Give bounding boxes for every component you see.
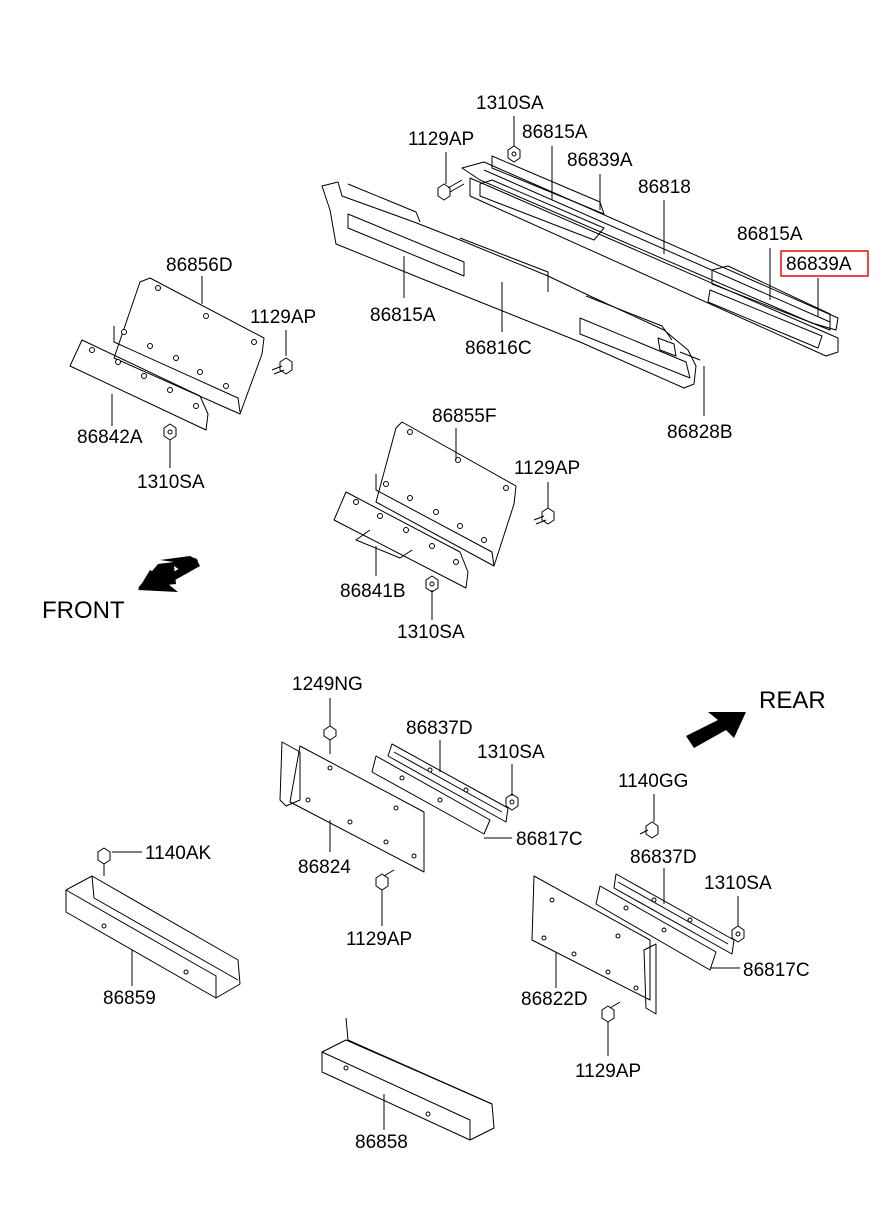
callout-86815a[interactable]: 86815A: [370, 305, 436, 326]
part-86859-channel: [65, 875, 241, 999]
front-direction-label: FRONT: [42, 597, 125, 624]
part-86841b-plate: [333, 491, 469, 589]
callout-1129ap[interactable]: 1129AP: [514, 458, 580, 479]
part-86822d-panel: [531, 875, 657, 1015]
callout-86859[interactable]: 86859: [103, 988, 156, 1009]
callout-1129ap[interactable]: 1129AP: [346, 929, 412, 950]
part-86842a-plate: [69, 339, 209, 431]
callout-86817c[interactable]: 86817C: [516, 829, 583, 850]
part-86858-channel: [321, 1017, 495, 1141]
part-86856d-bracket: [113, 277, 265, 415]
rear-arrow-icon: [686, 712, 746, 748]
callout-86858[interactable]: 86858: [355, 1132, 408, 1153]
nut-icon: [731, 925, 745, 943]
bolt-icon: [601, 1001, 621, 1023]
bolt-icon: [375, 869, 395, 891]
part-86815a-upper: [479, 155, 605, 241]
callout-86815a[interactable]: 86815A: [522, 122, 588, 143]
callout-86837d[interactable]: 86837D: [406, 718, 473, 739]
callout-1249ng[interactable]: 1249NG: [292, 674, 363, 695]
callout-86828b[interactable]: 86828B: [667, 422, 733, 443]
callout-86817c[interactable]: 86817C: [743, 960, 810, 981]
callout-86816c[interactable]: 86816C: [465, 338, 532, 359]
nut-icon: [507, 145, 521, 163]
nut-icon: [425, 575, 439, 593]
callout-1310sa[interactable]: 1310SA: [397, 622, 465, 643]
callout-1129ap[interactable]: 1129AP: [408, 129, 474, 150]
bolt-icon: [97, 847, 111, 876]
callout-86818[interactable]: 86818: [638, 177, 691, 198]
callout-86856d[interactable]: 86856D: [166, 255, 233, 276]
callout-86822d[interactable]: 86822D: [521, 989, 588, 1010]
callout-1129ap[interactable]: 1129AP: [575, 1061, 641, 1082]
nut-icon: [163, 423, 177, 441]
part-86817c-strip-right: [595, 885, 717, 971]
rear-direction-label: REAR: [759, 687, 826, 714]
callout-86839a[interactable]: 86839A: [567, 150, 633, 171]
bolt-icon: [323, 725, 337, 754]
callout-86842a[interactable]: 86842A: [77, 427, 143, 448]
callout-1310sa[interactable]: 1310SA: [137, 472, 205, 493]
part-86839a-right: [707, 265, 831, 349]
callout-1129ap[interactable]: 1129AP: [250, 307, 316, 328]
part-86855f-bracket: [375, 421, 517, 567]
part-86837d-strip-right: [613, 873, 735, 955]
callout-1140ak[interactable]: 1140AK: [145, 843, 212, 864]
part-86818-rail: [461, 161, 839, 357]
part-86817c-strip-left: [371, 755, 491, 835]
part-86824-panel: [279, 741, 425, 873]
part-86837d-strip-left: [387, 743, 509, 823]
callout-86824[interactable]: 86824: [298, 857, 351, 878]
bolt-icon: [639, 821, 659, 839]
callout-86855f[interactable]: 86855F: [432, 406, 496, 427]
callout-86839a-highlighted[interactable]: 86839A: [786, 254, 852, 275]
callout-86837d[interactable]: 86837D: [630, 847, 697, 868]
bolt-icon: [271, 357, 293, 375]
part-86816c-member: [321, 181, 701, 389]
callout-86815a[interactable]: 86815A: [737, 224, 803, 245]
callout-1310sa[interactable]: 1310SA: [476, 93, 544, 114]
callout-1140gg[interactable]: 1140GG: [618, 771, 688, 792]
nut-icon: [505, 793, 519, 811]
highlight-box: [780, 250, 869, 277]
callout-1310sa[interactable]: 1310SA: [704, 873, 772, 894]
callout-1310sa[interactable]: 1310SA: [477, 742, 545, 763]
bolt-icon: [437, 179, 465, 201]
callout-86841b[interactable]: 86841B: [340, 581, 406, 602]
bolt-icon: [533, 507, 555, 525]
